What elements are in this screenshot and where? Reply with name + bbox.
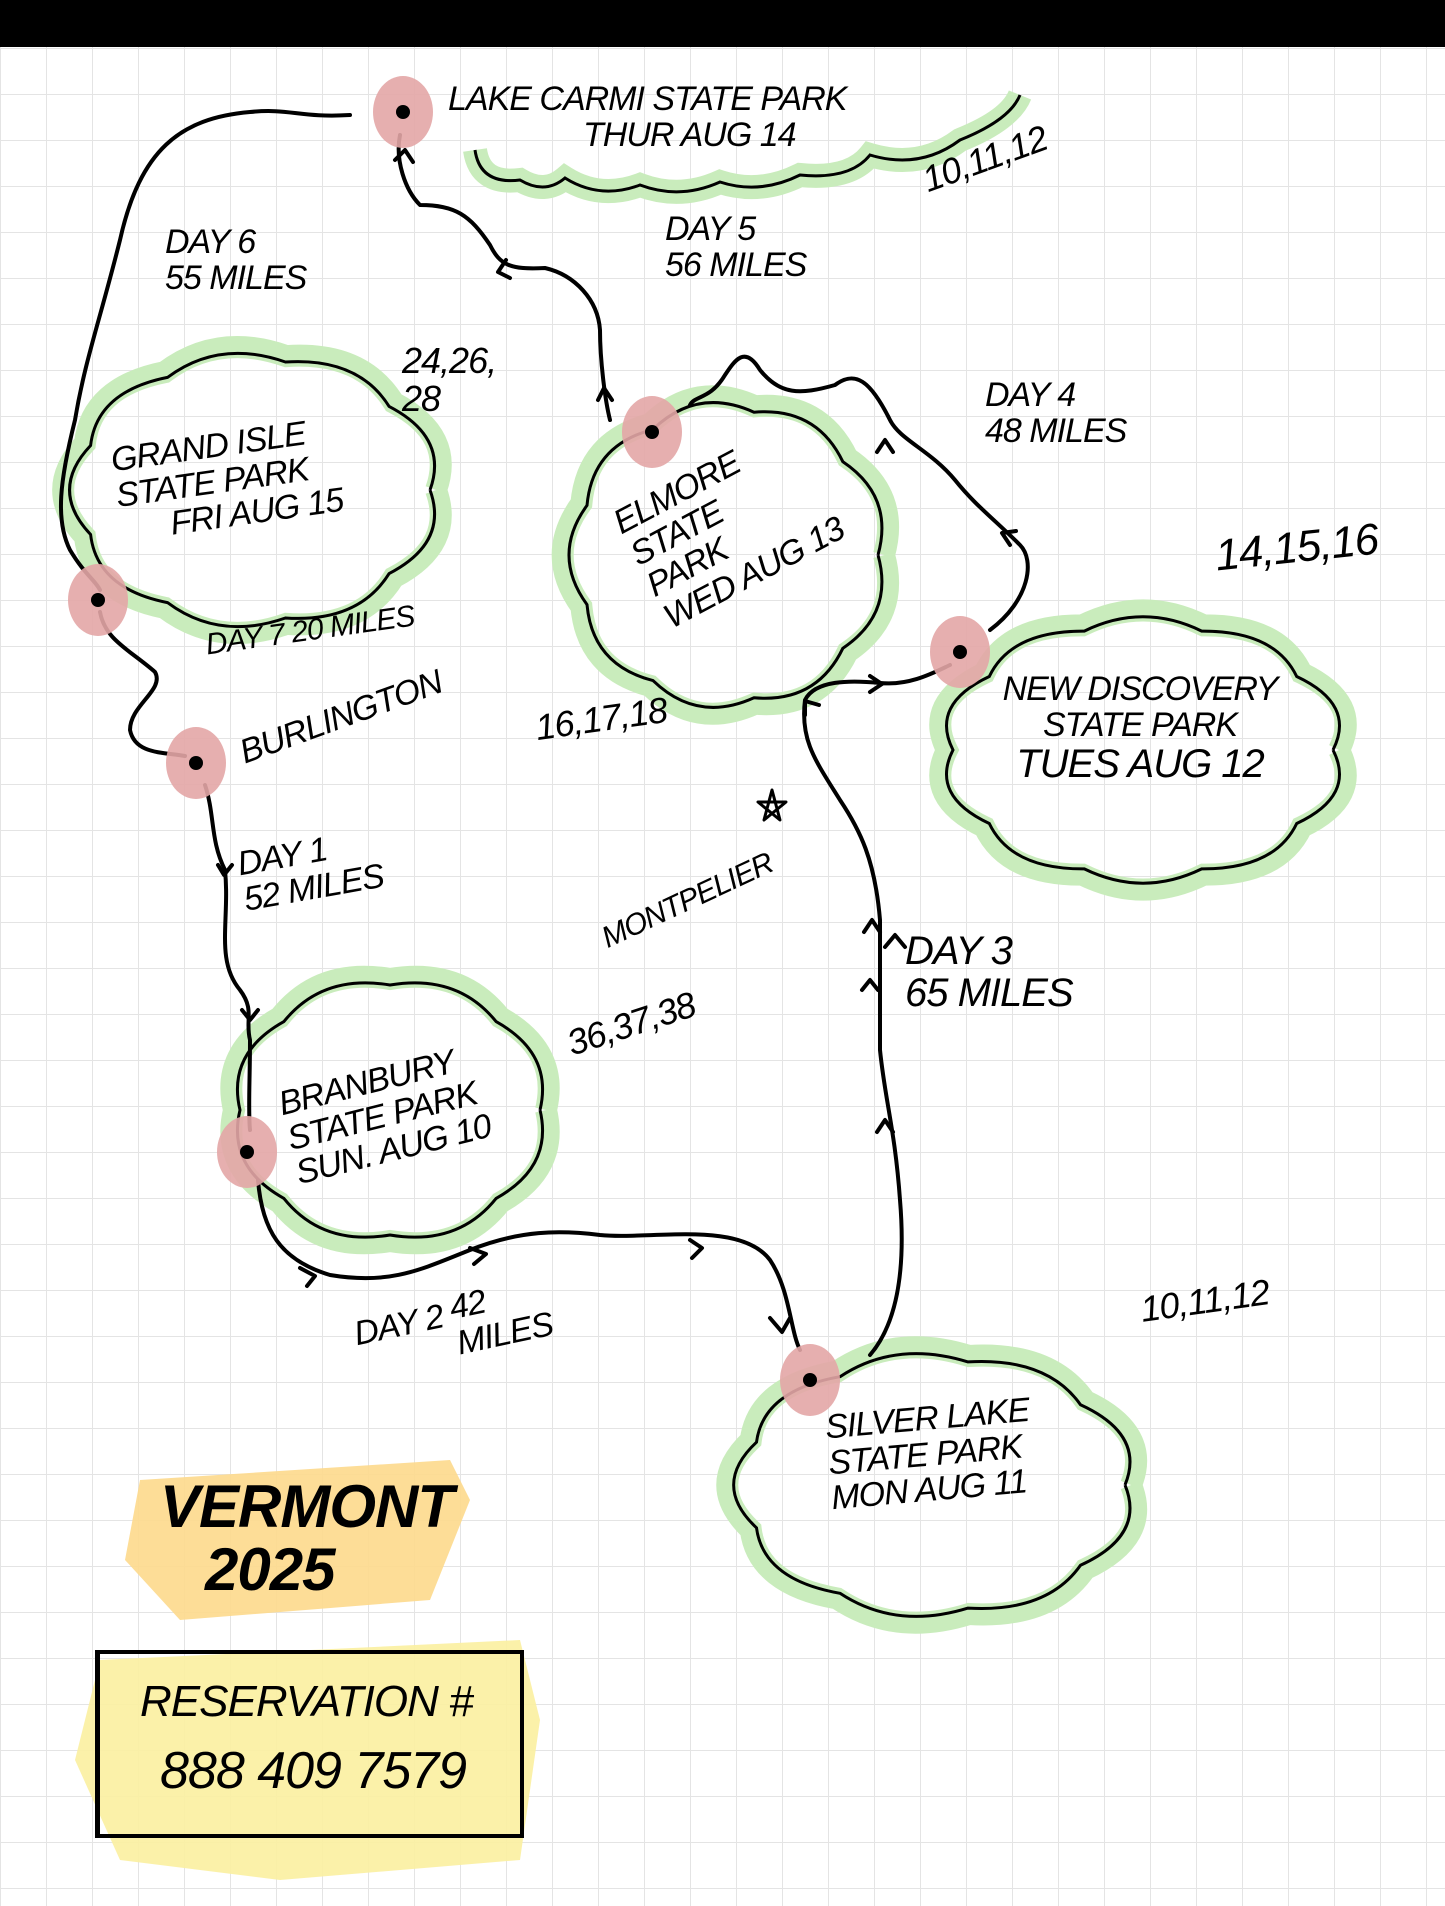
cloud-branbury-glow: [220, 965, 560, 1255]
leg-day: Day 5: [665, 210, 756, 248]
leg-day: Day 6: [165, 223, 256, 261]
reservation-box: Reservation # 888 409 7579: [95, 1650, 524, 1838]
cloud-branbury: [235, 981, 545, 1239]
park-new-discovery: New Discovery State Park Tues Aug 12: [985, 670, 1295, 787]
title-highlight: [125, 1460, 470, 1620]
route-day-7: [98, 610, 187, 758]
leg-day-6: Day 6 55 Miles: [165, 223, 307, 297]
leg-day: Day 4: [985, 376, 1076, 414]
highlights: [75, 1460, 540, 1880]
route-day-2: [256, 1178, 802, 1352]
cloud-lake-carmi: [473, 94, 1022, 194]
stop-lake-carmi-dot: [396, 105, 410, 119]
stop-burlington-dot: [189, 756, 203, 770]
stop-elmore-dot: [645, 425, 659, 439]
arrowheads: [216, 148, 1018, 1334]
stop-branbury-dot: [240, 1145, 254, 1159]
leg-miles: 55 Miles: [165, 258, 307, 297]
star-icon: [756, 788, 788, 822]
top-bar: [0, 0, 1445, 47]
park-date: Tues Aug 12: [1016, 742, 1265, 787]
reservation-number: 888 409 7579: [160, 1742, 467, 1800]
cloud-silver-lake-glow: [716, 1336, 1148, 1634]
stop-new-discovery-dot: [953, 645, 967, 659]
trip-title: Vermont 2025: [160, 1473, 454, 1603]
park-silver-lake: Silver Lake State Park Mon Aug 11: [824, 1390, 1072, 1518]
route-day-4: [688, 354, 1030, 632]
leg-day-4: Day 4 48 Miles: [985, 376, 1127, 450]
stop-silver-lake-dot: [803, 1373, 817, 1387]
route-day-1: [203, 783, 252, 1132]
trip-title-line1: Vermont: [160, 1473, 454, 1540]
leg-day-5: Day 5 56 Miles: [665, 210, 807, 284]
leg-day: Day 3: [905, 929, 1013, 973]
leg-miles: 65 Miles: [905, 971, 1074, 1015]
route-day-6: [58, 109, 352, 592]
sites-grand-isle: 24,26, 28: [402, 340, 497, 419]
park-name: New Discovery State Park: [1002, 670, 1279, 744]
cloud-grand-isle: [68, 351, 436, 629]
reservation-highlight: [75, 1640, 540, 1880]
leg-miles: 48 Miles: [985, 411, 1127, 450]
park-lake-carmi: Lake Carmi State Park Thur Aug 14: [448, 80, 847, 154]
cloud-new-discovery: [945, 615, 1341, 885]
leg-day-3: Day 3 65 Miles: [905, 929, 1074, 1015]
stop-grand-isle-dot: [91, 593, 105, 607]
route-day-5: [396, 133, 612, 422]
leg-miles: 56 Miles: [665, 245, 807, 284]
cloud-new-discovery-glow: [929, 599, 1357, 901]
cloud-elmore: [567, 401, 884, 709]
park-date: Thur Aug 14: [583, 115, 797, 154]
route-day-3: [802, 663, 952, 1357]
trip-title-line2: 2025: [205, 1536, 335, 1603]
cloud-silver-lake: [732, 1352, 1132, 1618]
reservation-label: Reservation #: [140, 1677, 474, 1726]
park-name: Lake Carmi State Park: [448, 80, 847, 118]
